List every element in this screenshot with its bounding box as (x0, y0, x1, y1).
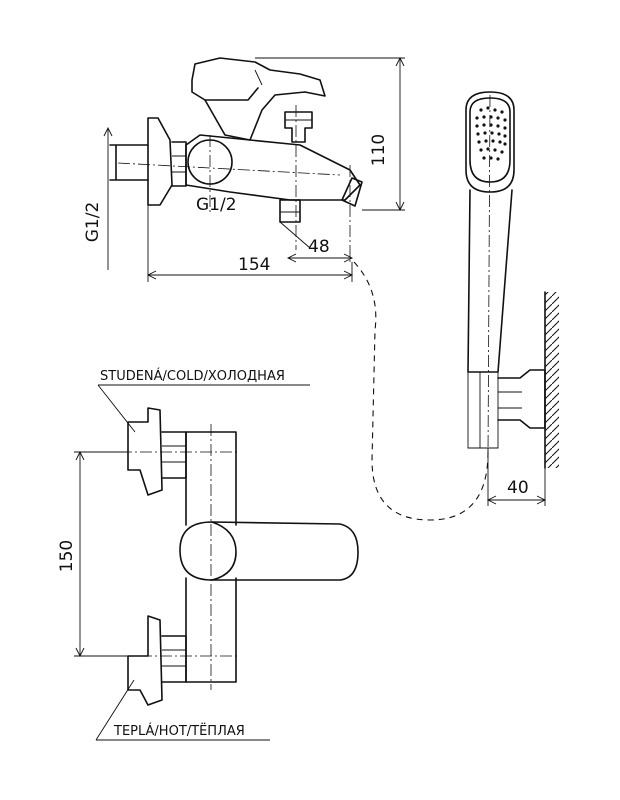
dimension-length-text: 154 (238, 255, 270, 275)
front-view (120, 407, 359, 706)
dimension-outlet-thread: G1/2 (196, 195, 311, 249)
dimension-outlet-thread-text: G1/2 (196, 195, 237, 215)
dimension-holder: 40 (486, 448, 547, 506)
hand-shower (465, 91, 515, 456)
dimension-inlet-spacing: 150 (57, 450, 128, 658)
hot-label-text: TEPLÁ/HOT/ТЁПЛАЯ (113, 723, 245, 739)
dimension-spout-offset: 48 (286, 237, 354, 263)
cold-label-text: STUDENÁ/COLD/ХОЛОДНАЯ (100, 368, 285, 384)
side-view (109, 57, 363, 262)
dimension-height: 110 (255, 56, 405, 212)
dimension-inlet-thread-text: G1/2 (83, 202, 103, 243)
wall-holder (497, 291, 559, 469)
dimension-inlet-spacing-text: 150 (57, 540, 77, 572)
dimension-inlet-thread: G1/2 (83, 126, 113, 270)
dimension-spout-offset-text: 48 (308, 237, 330, 257)
hot-label: TEPLÁ/HOT/ТЁПЛАЯ (95, 679, 270, 741)
spray-holes (475, 106, 507, 161)
dimension-height-text: 110 (369, 134, 389, 166)
dimension-holder-text: 40 (507, 478, 529, 498)
dimension-length: 154 (146, 205, 354, 282)
cold-label: STUDENÁ/COLD/ХОЛОДНАЯ (97, 368, 310, 433)
hose (353, 261, 489, 521)
